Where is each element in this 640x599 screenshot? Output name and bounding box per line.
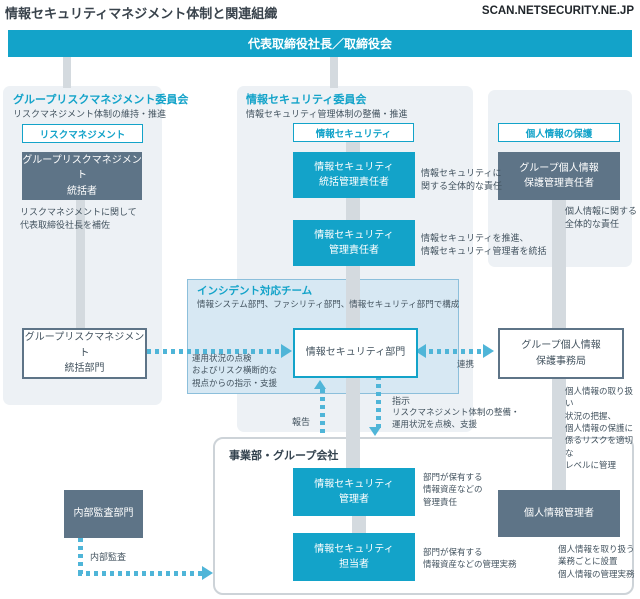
- instruction-label: 指示: [392, 396, 411, 406]
- security-committee-subtitle: 情報セキュリティ管理体制の整備・推進: [246, 109, 408, 119]
- risk-dept-box: グループリスクマネジメント 統括部門: [22, 328, 147, 379]
- biz-privacy-manager-box: 個人情報管理者: [498, 490, 620, 537]
- privacy-office-note: 個人情報の取り扱い 状況の把握、 個人情報の保護に 係るリスクを適切な レベルに…: [565, 386, 634, 470]
- risk-category-label: リスクマネジメント: [22, 124, 143, 143]
- biz-security-staff-box: 情報セキュリティ 担当者: [293, 533, 415, 581]
- privacy-category-label: 個人情報の保護: [498, 123, 620, 142]
- risk-lead-box: グループリスクマネジメント 統括者: [22, 152, 142, 200]
- cooperation-label: 連携: [457, 359, 475, 369]
- arrowhead-right-icon: [202, 566, 213, 580]
- security-dept-box: 情報セキュリティ部門: [293, 328, 418, 378]
- internal-audit-box: 内部監査部門: [64, 490, 143, 538]
- risk-committee-title: グループリスクマネジメント委員会: [13, 94, 189, 106]
- security-manager-box: 情報セキュリティ 管理責任者: [293, 220, 415, 266]
- connector-topbar-security: [330, 57, 338, 88]
- dotted-line-audit-vertical: [78, 538, 83, 574]
- biz-privacy-manager-note: 個人情報を取り扱う 業務ごとに設置 個人情報の管理実務: [558, 544, 635, 579]
- internal-audit-label: 内部監査: [90, 552, 127, 562]
- connector-risk-lead-dept: [76, 200, 85, 329]
- dotted-line-report: [320, 389, 325, 437]
- arrowhead-left-icon: [415, 344, 426, 358]
- risk-committee-subtitle: リスクマネジメント体制の維持・推進: [13, 109, 167, 119]
- security-committee-title: 情報セキュリティ委員会: [246, 94, 367, 106]
- risk-lead-note: リスクマネジメントに関して 代表取締役社長を補佐: [20, 207, 137, 231]
- instruction-note: リスクマネジメント体制の整備・ 運用状況を点検、支援: [392, 407, 520, 430]
- security-chief-note: 情報セキュリティに 関する全体的な責任: [421, 168, 503, 192]
- dotted-line-audit-horizontal: [78, 571, 204, 576]
- dotted-line-risk-to-security: [147, 349, 281, 354]
- business-unit-title: 事業部・グループ会社: [229, 450, 339, 462]
- arrowhead-up-icon: [314, 380, 326, 389]
- privacy-office-box: グループ個人情報 保護事務局: [498, 328, 624, 379]
- watermark: SCAN.NETSECURITY.NE.JP: [481, 5, 634, 17]
- biz-security-manager-box: 情報セキュリティ 管理者: [293, 468, 415, 516]
- page-title: 情報セキュリティマネジメント体制と関連組織: [5, 6, 278, 21]
- report-label: 報告: [292, 417, 311, 427]
- ceo-board-bar: 代表取締役社長／取締役会: [8, 30, 632, 57]
- arrowhead-right-icon: [483, 344, 494, 358]
- biz-security-staff-note: 部門が保有する 情報資産などの管理実務: [423, 547, 517, 570]
- security-manager-note: 情報セキュリティを推進、 情報セキュリティ管理者を統括: [421, 233, 547, 257]
- privacy-lead-note: 個人情報に関する 全体的な責任: [565, 206, 638, 230]
- security-category-label: 情報セキュリティ: [293, 123, 414, 142]
- privacy-lead-box: グループ個人情報 保護管理責任者: [498, 152, 620, 200]
- dotted-line-security-to-office: [429, 349, 483, 354]
- biz-security-manager-note: 部門が保有する 情報資産などの 管理責任: [423, 472, 483, 507]
- arrowhead-down-icon: [369, 427, 381, 436]
- connector-manager-staff: [352, 516, 366, 533]
- arrowhead-right-icon: [281, 344, 292, 358]
- incident-team-subtitle: 情報システム部門、ファシリティ部門、情報セキュリティ部門で構成: [197, 299, 460, 309]
- security-chief-box: 情報セキュリティ 統括管理責任者: [293, 152, 415, 198]
- support-note: 運用状況の点検 およびリスク横断的な 視点からの指示・支援: [192, 353, 278, 388]
- dotted-line-instruction: [376, 376, 381, 428]
- incident-team-title: インシデント対応チーム: [197, 285, 313, 297]
- connector-topbar-risk: [63, 57, 71, 88]
